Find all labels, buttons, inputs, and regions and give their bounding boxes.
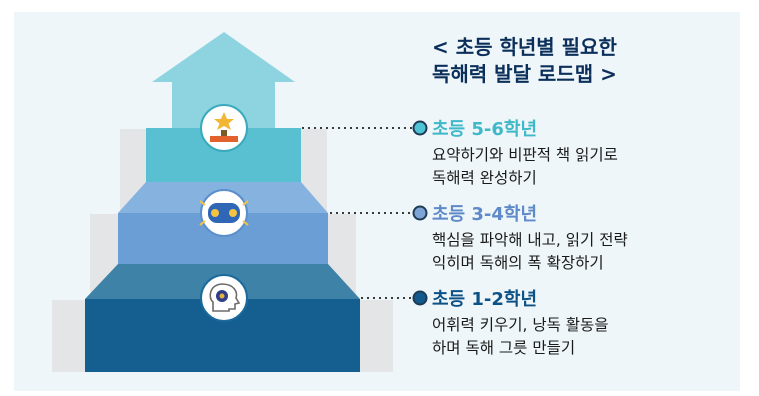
tier-desc-5-6-line-2: 독해력 완성하기 [432, 169, 537, 187]
tier-desc-5-6-line-1: 요약하기와 비판적 책 읽기로 [432, 146, 618, 164]
tier-desc-1-2-line-2: 하며 독해 그릇 만들기 [432, 339, 576, 357]
tier-desc-3-4-line-1: 핵심을 파악해 내고, 읽기 전략 [432, 231, 628, 249]
title-line-2: 독해력 발달 로드맵 > [432, 62, 617, 86]
tier-heading-5-6: 초등 5-6학년 [432, 119, 538, 140]
right-step-bottom [360, 300, 393, 372]
tier-bottom-block [85, 299, 360, 372]
title-line-1: < 초등 학년별 필요한 [432, 35, 617, 59]
dot-middle [412, 205, 428, 221]
tier-middle-block [118, 213, 328, 264]
tier-heading-1-2: 초등 1-2학년 [432, 289, 538, 310]
left-step-bottom [52, 300, 85, 372]
tier-desc-1-2-line-1: 어휘력 키우기, 낭독 활동을 [432, 316, 609, 334]
tier-desc-3-4-line-2: 익히며 독해의 폭 확장하기 [432, 254, 604, 272]
trophy-icon [200, 104, 248, 152]
roadmap-title: < 초등 학년별 필요한 독해력 발달 로드맵 > [432, 34, 617, 88]
arrow-head [152, 32, 295, 82]
tier-desc-3-4: 핵심을 파악해 내고, 읽기 전략 익히며 독해의 폭 확장하기 [432, 229, 628, 275]
tier-desc-5-6: 요약하기와 비판적 책 읽기로 독해력 완성하기 [432, 144, 618, 190]
tier-heading-3-4: 초등 3-4학년 [432, 204, 538, 225]
tier-desc-1-2: 어휘력 키우기, 낭독 활동을 하며 독해 그릇 만들기 [432, 314, 609, 360]
brain-gears-icon [199, 189, 249, 237]
head-brain-icon [200, 274, 248, 322]
tier-top-block [146, 128, 301, 182]
dot-top [412, 120, 428, 136]
dot-bottom [412, 290, 428, 306]
